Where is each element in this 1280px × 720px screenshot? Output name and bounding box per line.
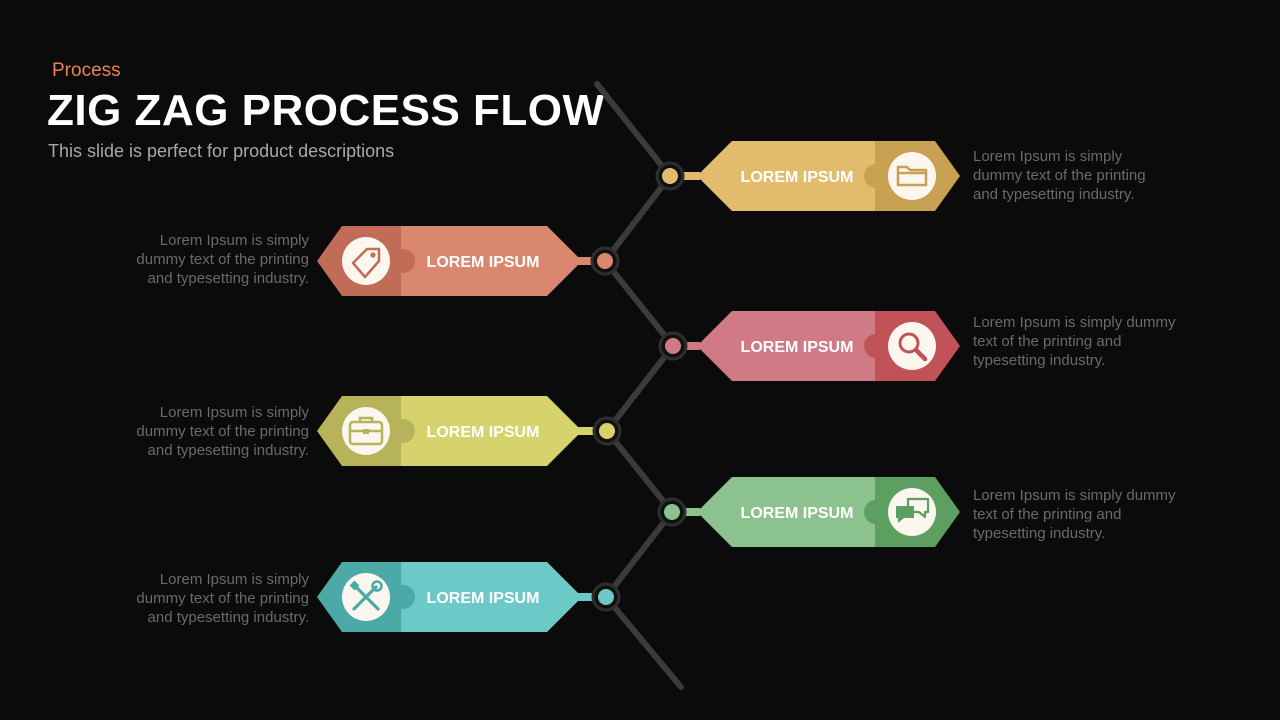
- step-label: LOREM IPSUM: [427, 424, 540, 441]
- description-line: Lorem Ipsum is simply: [159, 571, 309, 588]
- description-line: Lorem Ipsum is simply dummy: [973, 487, 1176, 504]
- description-line: text of the printing and: [973, 506, 1122, 523]
- step-description: Lorem Ipsum is simply dummy text of the p…: [79, 403, 309, 460]
- step-node-dot: [662, 168, 678, 184]
- step-node-dot: [664, 504, 680, 520]
- process-step-5: LOREM IPSUM: [657, 477, 960, 547]
- process-step-2: LOREM IPSUM: [317, 226, 620, 296]
- icon-disc: [888, 322, 936, 370]
- slide-subtitle: This slide is perfect for product descri…: [48, 141, 395, 161]
- description-line: Lorem Ipsum is simply dummy: [973, 314, 1176, 331]
- description-line: text of the printing and: [973, 333, 1122, 350]
- step-node-dot: [599, 423, 615, 439]
- folder-icon: [896, 165, 928, 187]
- process-step-6: LOREM IPSUM: [317, 562, 621, 632]
- step-description: Lorem Ipsum is simply dummy text of the p…: [973, 147, 1203, 204]
- step-node-dot: [597, 253, 613, 269]
- step-banner-body: [697, 477, 878, 547]
- description-line: dummy text of the printing: [136, 590, 309, 607]
- step-label: LOREM IPSUM: [741, 339, 854, 356]
- step-node-dot: [598, 589, 614, 605]
- description-line: Lorem Ipsum is simply: [973, 148, 1123, 165]
- tag-icon: [351, 247, 381, 279]
- step-node-dot: [665, 338, 681, 354]
- process-step-3: LOREM IPSUM: [658, 311, 960, 381]
- description-line: and typesetting industry.: [147, 442, 309, 459]
- banner-notch: [864, 500, 888, 524]
- step-banner-body: [697, 141, 878, 211]
- magnifier-icon: [898, 332, 928, 362]
- description-line: dummy text of the printing: [136, 251, 309, 268]
- description-line: typesetting industry.: [973, 352, 1106, 369]
- zigzag-connector-line: [594, 81, 684, 690]
- slide-title: ZIG ZAG PROCESS FLOW: [47, 86, 605, 135]
- step-banner-body: [401, 562, 582, 632]
- process-step-4: LOREM IPSUM: [317, 396, 622, 466]
- step-banner-body: [401, 226, 582, 296]
- step-description: Lorem Ipsum is simply dummy text of the p…: [973, 313, 1203, 370]
- description-line: and typesetting industry.: [973, 186, 1135, 203]
- description-line: dummy text of the printing: [136, 423, 309, 440]
- banner-notch: [864, 164, 888, 188]
- icon-disc: [888, 152, 936, 200]
- description-line: typesetting industry.: [973, 525, 1106, 542]
- banner-notch: [864, 334, 888, 358]
- step-label: LOREM IPSUM: [741, 505, 854, 522]
- tools-icon: [349, 580, 383, 611]
- banner-notch: [391, 585, 415, 609]
- step-label: LOREM IPSUM: [741, 169, 854, 186]
- description-line: and typesetting industry.: [147, 609, 309, 626]
- description-line: dummy text of the printing: [973, 167, 1146, 184]
- step-description: Lorem Ipsum is simply dummy text of the p…: [79, 570, 309, 627]
- banner-notch: [391, 419, 415, 443]
- process-step-1: LOREM IPSUM: [655, 141, 960, 211]
- step-description: Lorem Ipsum is simply dummy text of the p…: [973, 486, 1203, 543]
- step-description: Lorem Ipsum is simply dummy text of the p…: [79, 231, 309, 288]
- chat-icon: [896, 497, 930, 523]
- description-line: Lorem Ipsum is simply: [159, 404, 309, 421]
- briefcase-icon: [348, 416, 384, 446]
- step-label: LOREM IPSUM: [427, 254, 540, 271]
- description-line: and typesetting industry.: [147, 270, 309, 287]
- slide-category: Process: [52, 60, 121, 81]
- banner-notch: [391, 249, 415, 273]
- step-banner-body: [401, 396, 582, 466]
- step-label: LOREM IPSUM: [427, 590, 540, 607]
- description-line: Lorem Ipsum is simply: [159, 232, 309, 249]
- icon-disc: [342, 237, 390, 285]
- step-banner-body: [697, 311, 878, 381]
